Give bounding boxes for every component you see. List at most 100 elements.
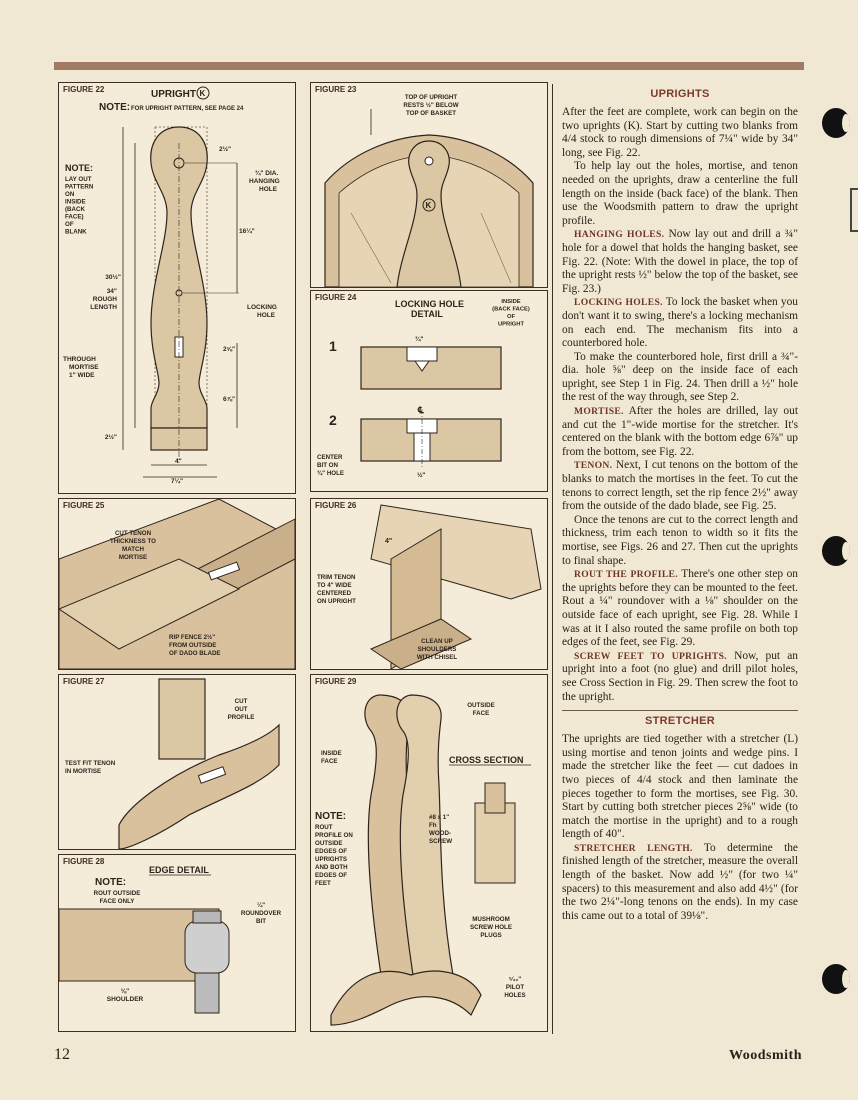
diagram-label: CENTERED	[317, 590, 352, 597]
diagram-label: SCREW HOLE	[470, 924, 512, 931]
diagram-label: OF	[507, 314, 516, 320]
paragraph: The uprights are tied together with a st…	[562, 733, 798, 841]
diagram-label: INSIDE	[321, 750, 342, 757]
diagram-label: #8 x 1"	[429, 814, 449, 821]
figure-22: FIGURE 22 UPRIGHT K NOTE: FOR UPRIGHT PA…	[58, 82, 296, 494]
upright-drawing: UPRIGHT K NOTE: FOR UPRIGHT PATTERN, SEE…	[63, 86, 280, 485]
diagram-label: HOLE	[259, 186, 278, 193]
diagram-label: LOCKING HOLE	[395, 299, 464, 309]
diagram-label: ¾" HOLE	[317, 470, 344, 477]
diagram-label: DETAIL	[411, 309, 443, 319]
section-heading: STRETCHER	[645, 715, 715, 728]
diagram-label: HOLE	[257, 312, 276, 319]
diagram-label: (BACK	[65, 206, 85, 213]
diagram-label: AND BOTH	[315, 864, 348, 871]
diagram-label: LENGTH	[90, 304, 117, 311]
diagram-label: INSIDE	[501, 299, 520, 305]
diagram-label: MORTISE	[69, 364, 99, 371]
figure-label: FIGURE 22	[63, 85, 105, 94]
side-note: NOTE:LAY OUTPATTERNONINSIDE(BACKFACE)OFB…	[65, 163, 94, 236]
section-heading: UPRIGHTS	[650, 88, 710, 100]
binder-hole	[822, 536, 850, 566]
diagram-label: TEST FIT TENON	[65, 760, 116, 767]
paragraph: To help lay out the holes, mortise, and …	[562, 160, 798, 227]
diagram-label: CENTER	[317, 454, 343, 461]
diagram-label: IN MORTISE	[65, 768, 101, 775]
diagram-label: ¾" DIA.	[255, 169, 279, 177]
diagram-label: TO 4" WIDE	[317, 582, 351, 589]
diagram-label: RIP FENCE 2½"	[169, 634, 215, 641]
diagram-label: ROUT OUTSIDE	[94, 890, 141, 897]
diagram-label: ROUT	[315, 824, 333, 831]
diagram-label: HOLES	[504, 992, 525, 999]
diagram-label: 4"	[175, 458, 182, 465]
diagram-label: PROFILE	[228, 714, 255, 721]
paragraph-text: After the holes are drilled, lay out and…	[562, 405, 798, 458]
diagram-label: INSIDE	[65, 199, 86, 206]
paragraph: HANGING HOLES. Now lay out and drill a ¾…	[562, 228, 798, 296]
diagram-label: SCREW	[429, 838, 452, 845]
diagram-label: RESTS ½" BELOW	[403, 102, 458, 109]
paragraph: STRETCHER LENGTH. To determine the finis…	[562, 842, 798, 924]
diagram-label: ⁵⁄₃₂"	[509, 976, 522, 983]
paragraph: TENON. Next, I cut tenons on the bottom …	[562, 459, 798, 513]
diagram-label: ROUNDOVER	[241, 910, 282, 917]
diagram-label: ½"	[417, 471, 426, 479]
diagram-label: Fh	[429, 822, 437, 829]
diagram-label: UPRIGHT	[498, 322, 525, 328]
note-rest: FOR UPRIGHT PATTERN, SEE PAGE 24	[131, 106, 244, 112]
diagram-label: 30½"	[105, 273, 121, 281]
diagram-label: 2⅝"	[223, 346, 235, 353]
part-key: K	[200, 89, 206, 98]
paragraph: ROUT THE PROFILE. There's one other step…	[562, 568, 798, 650]
diagram-label: OUTSIDE	[467, 702, 495, 709]
diagram-label: LOCKING	[247, 304, 277, 311]
diagram-label: EDGES OF	[315, 872, 347, 879]
diagram-label: FEET	[315, 880, 331, 887]
paragraph: LOCKING HOLES. To lock the basket when y…	[562, 296, 798, 350]
diagram-label: TOP OF UPRIGHT	[405, 94, 458, 101]
diagram-label: ON UPRIGHT	[317, 598, 356, 605]
paragraph: SCREW FEET TO UPRIGHTS. Now, put an upri…	[562, 650, 798, 704]
diagram-label: ¼"	[257, 902, 265, 909]
paragraph: To make the counterbored hole, first dri…	[562, 350, 798, 404]
diagram-label: NOTE:	[315, 811, 346, 822]
diagram-label: CUT TENON	[115, 530, 152, 537]
note-head: NOTE:	[99, 102, 130, 113]
diagram-label: 2½"	[105, 433, 117, 441]
figure-label: FIGURE 29	[315, 677, 357, 686]
cross-section-title: CROSS SECTION	[449, 755, 524, 765]
paragraph-text: To lock the basket when you don't want i…	[562, 296, 798, 350]
diagram-label: LAY OUT	[65, 176, 92, 183]
diagram-label: 34"	[107, 288, 117, 295]
run-in-head: ROUT THE PROFILE.	[574, 569, 678, 581]
diagram-label: 2½"	[219, 145, 231, 153]
figure-label: FIGURE 28	[63, 857, 105, 866]
diagram-label: FACE)	[65, 214, 84, 221]
paragraph: After the feet are complete, work can be…	[562, 106, 798, 159]
diagram-label: OF DADO BLADE	[169, 650, 221, 657]
paragraph-text: Next, I cut tenons on the bottom of the …	[562, 459, 798, 513]
paragraph-text: There's one other step on the uprights b…	[562, 568, 798, 649]
figure-label: FIGURE 23	[315, 85, 357, 94]
page-number: 12	[54, 1046, 70, 1063]
figure-label: FIGURE 24	[315, 293, 357, 302]
diagram-label: ¾"	[415, 335, 424, 343]
diagram-label: HANGING	[249, 178, 280, 185]
paragraph-text: To determine the finished length of the …	[562, 841, 798, 922]
fig28-title: EDGE DETAIL	[149, 865, 209, 875]
diagram-label: 16¼"	[239, 227, 255, 235]
paragraph-text: Now lay out and drill a ¾" hole for a do…	[562, 228, 798, 295]
diagram-label: MORTISE	[119, 554, 147, 561]
diagram-label: 2	[329, 412, 337, 428]
diagram-label: OUTSIDE	[315, 840, 343, 847]
